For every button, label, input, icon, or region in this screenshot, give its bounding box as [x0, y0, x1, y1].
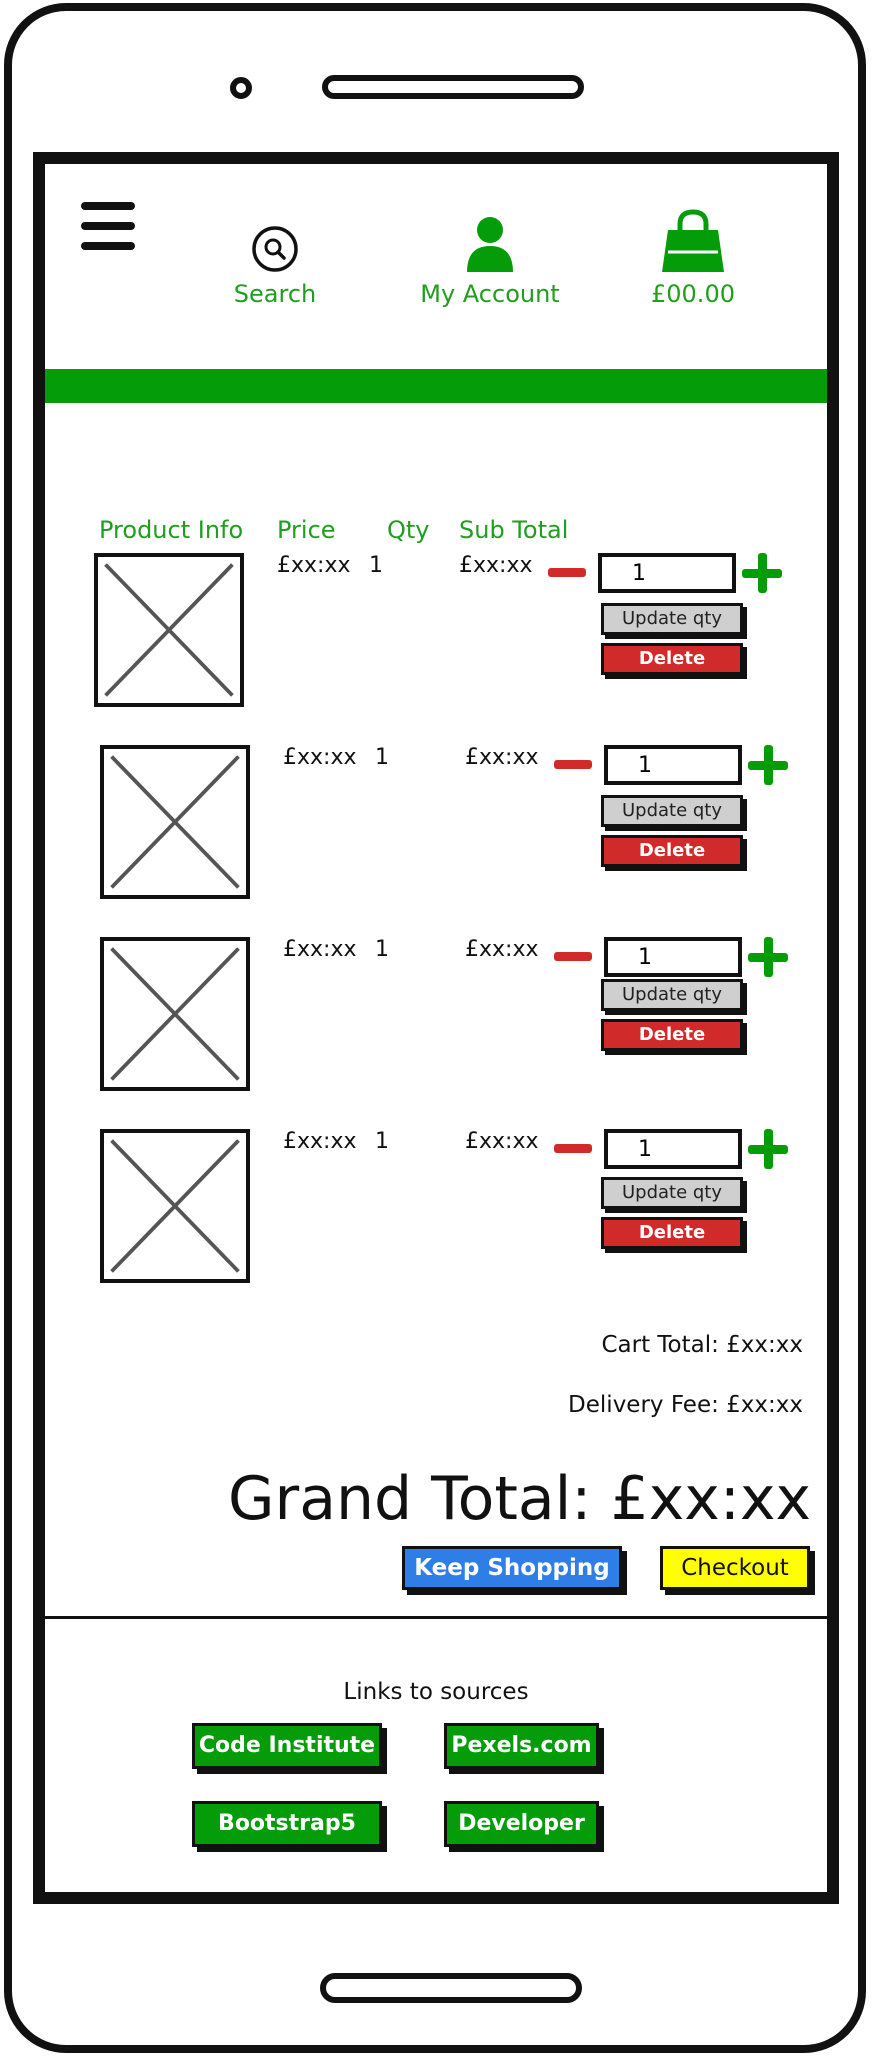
search-icon: [252, 226, 298, 272]
update-qty-button[interactable]: Update qty: [601, 603, 743, 635]
increase-qty-button[interactable]: [748, 937, 788, 977]
update-qty-button[interactable]: Update qty: [601, 795, 743, 827]
subtotal-value: £xx:xx: [465, 937, 539, 962]
price-value: £xx:xx: [283, 937, 357, 962]
qty-value: 1: [369, 553, 383, 578]
column-header-subtotal: Sub Total: [459, 516, 569, 544]
update-qty-button[interactable]: Update qty: [601, 1177, 743, 1209]
price-value: £xx:xx: [283, 745, 357, 770]
delete-button[interactable]: Delete: [601, 643, 743, 675]
speaker-slot: [322, 75, 584, 99]
qty-input[interactable]: [604, 937, 742, 977]
qty-input[interactable]: [598, 553, 736, 593]
user-icon: [467, 217, 513, 272]
cart-row: £xx:xx 1 £xx:xx Update qty Delete: [45, 547, 827, 707]
qty-value: 1: [375, 745, 389, 770]
cart-total-label: £00.00: [651, 280, 735, 308]
product-image-placeholder: [94, 553, 244, 707]
qty-value: 1: [375, 1129, 389, 1154]
nav-my-account-label: My Account: [420, 280, 560, 308]
subtotal-value: £xx:xx: [465, 745, 539, 770]
delete-button[interactable]: Delete: [601, 835, 743, 867]
shopping-bag-icon: [662, 209, 724, 272]
header-divider-bar: [45, 369, 827, 403]
price-value: £xx:xx: [283, 1129, 357, 1154]
product-image-placeholder: [100, 745, 250, 899]
cart-total: Cart Total: £xx:xx: [601, 1332, 803, 1358]
qty-value: 1: [375, 937, 389, 962]
grand-total: Grand Total: £xx:xx: [228, 1464, 811, 1534]
footer: Links to sources Code Institute Pexels.c…: [45, 1616, 827, 1892]
footer-title: Links to sources: [343, 1679, 529, 1705]
qty-input[interactable]: [604, 745, 742, 785]
nav-cart[interactable]: £00.00: [638, 202, 748, 308]
nav-my-account[interactable]: My Account: [405, 202, 575, 308]
home-button: [320, 1973, 582, 2003]
delete-button[interactable]: Delete: [601, 1217, 743, 1249]
increase-qty-button[interactable]: [748, 745, 788, 785]
link-developer[interactable]: Developer: [444, 1801, 599, 1847]
price-value: £xx:xx: [277, 553, 351, 578]
hamburger-menu-icon[interactable]: [81, 202, 135, 250]
subtotal-value: £xx:xx: [459, 553, 533, 578]
checkout-button[interactable]: Checkout: [660, 1546, 810, 1590]
link-code-institute[interactable]: Code Institute: [192, 1723, 382, 1769]
decrease-qty-button[interactable]: [554, 952, 592, 961]
phone-screen: Search My Account £00.00 P: [33, 152, 839, 1904]
update-qty-button[interactable]: Update qty: [601, 979, 743, 1011]
column-header-qty: Qty: [387, 516, 430, 544]
keep-shopping-button[interactable]: Keep Shopping: [402, 1546, 622, 1590]
increase-qty-button[interactable]: [748, 1129, 788, 1169]
nav-search-label: Search: [233, 280, 317, 308]
product-image-placeholder: [100, 1129, 250, 1283]
cart-row: £xx:xx 1 £xx:xx Update qty Delete: [45, 739, 827, 899]
cart-row: £xx:xx 1 £xx:xx Update qty Delete: [45, 1123, 827, 1283]
subtotal-value: £xx:xx: [465, 1129, 539, 1154]
product-image-placeholder: [100, 937, 250, 1091]
cart-row: £xx:xx 1 £xx:xx Update qty Delete: [45, 931, 827, 1091]
delete-button[interactable]: Delete: [601, 1019, 743, 1051]
link-bootstrap5[interactable]: Bootstrap5: [192, 1801, 382, 1847]
link-pexels[interactable]: Pexels.com: [444, 1723, 599, 1769]
nav-search[interactable]: Search: [210, 202, 340, 308]
decrease-qty-button[interactable]: [554, 1144, 592, 1153]
qty-input[interactable]: [604, 1129, 742, 1169]
decrease-qty-button[interactable]: [548, 568, 586, 577]
decrease-qty-button[interactable]: [554, 760, 592, 769]
camera-icon: [230, 77, 252, 99]
increase-qty-button[interactable]: [742, 553, 782, 593]
column-header-price: Price: [277, 516, 336, 544]
column-header-product-info: Product Info: [99, 516, 244, 544]
delivery-fee: Delivery Fee: £xx:xx: [568, 1392, 803, 1418]
